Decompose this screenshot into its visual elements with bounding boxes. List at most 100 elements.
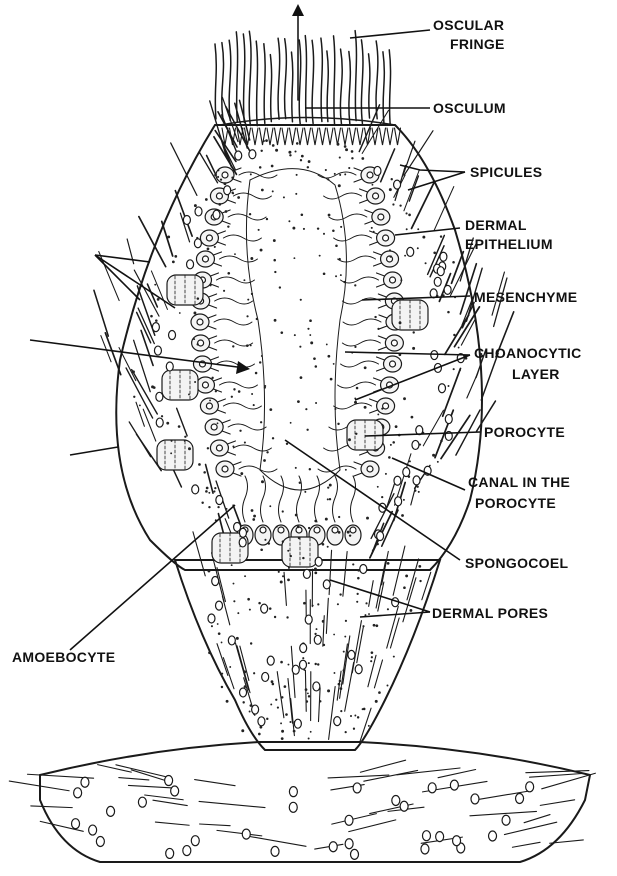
- stipple-dot: [306, 700, 309, 703]
- stipple-dot: [287, 578, 290, 581]
- stipple-dot: [273, 259, 276, 262]
- pore-dot: [502, 815, 510, 825]
- stipple-dot: [309, 468, 311, 470]
- stipple-dot: [247, 598, 250, 601]
- stipple-dot: [418, 491, 420, 493]
- stipple-dot: [327, 546, 329, 548]
- stipple-dot: [440, 440, 443, 443]
- stipple-dot: [214, 174, 217, 177]
- stipple-dot: [274, 319, 277, 322]
- stipple-dot: [243, 670, 246, 673]
- stipple-dot: [253, 515, 256, 518]
- stipple-dot: [221, 642, 223, 644]
- spicule: [382, 551, 389, 584]
- stipple-dot: [296, 142, 299, 145]
- pore-dot: [292, 665, 299, 674]
- pore-dot: [228, 636, 235, 645]
- stipple-dot: [340, 274, 342, 276]
- water-outflow-arrow: [292, 4, 304, 100]
- pore-dot: [138, 797, 146, 807]
- porocyte: [392, 300, 428, 330]
- pore-dot: [156, 392, 163, 401]
- stipple-dot: [221, 686, 223, 688]
- stipple-dot: [282, 510, 284, 512]
- fringe-strand: [355, 31, 356, 121]
- stipple-dot: [405, 575, 408, 578]
- fringe-strand: [236, 32, 237, 122]
- pore-dot: [438, 384, 445, 393]
- stipple-dot: [392, 203, 394, 205]
- stipple-dot: [310, 731, 312, 733]
- stipple-dot: [250, 642, 252, 644]
- stipple-dot: [308, 160, 311, 163]
- pore-dot: [345, 815, 353, 825]
- stipple-dot: [275, 699, 277, 701]
- stipple-dot: [365, 602, 367, 604]
- stipple-dot: [448, 385, 450, 387]
- osculum-tooth: [357, 128, 363, 145]
- pore-dot: [453, 836, 461, 846]
- pore-dot: [171, 786, 179, 796]
- stipple-dot: [272, 190, 274, 192]
- spicule: [470, 811, 537, 815]
- stipple-dot: [272, 683, 275, 686]
- stipple-dot: [197, 297, 200, 300]
- stipple-dot: [309, 334, 311, 336]
- spicule: [390, 618, 399, 648]
- stipple-dot: [447, 311, 450, 314]
- stipple-dot: [452, 261, 455, 264]
- pore-dot: [345, 839, 353, 849]
- fringe-strand: [278, 38, 280, 119]
- fringe-strand: [270, 55, 271, 122]
- fringe-strand: [229, 40, 231, 120]
- pore-dot: [300, 644, 307, 653]
- stipple-dot: [337, 143, 340, 146]
- spicule: [217, 568, 225, 602]
- stipple-dot: [327, 689, 330, 692]
- stipple-dot: [433, 251, 436, 254]
- osculum-tooth: [342, 128, 348, 145]
- stipple-dot: [307, 692, 309, 694]
- stipple-dot: [372, 549, 374, 551]
- stipple-dot: [316, 628, 318, 630]
- stipple-dot: [277, 707, 279, 709]
- pore-dot: [183, 215, 190, 224]
- stipple-dot: [151, 385, 154, 388]
- spicule: [200, 824, 231, 826]
- stipple-dot: [207, 248, 210, 251]
- pore-dot: [400, 801, 408, 811]
- pore-dot: [445, 415, 452, 424]
- osculum-tooth: [395, 128, 401, 145]
- label-osculum: OSCULUM: [433, 100, 506, 116]
- stipple-dot: [345, 148, 348, 151]
- choanocyte: [196, 377, 257, 393]
- stipple-dot: [193, 338, 195, 340]
- stipple-dot: [340, 710, 342, 712]
- stipple-dot: [260, 421, 262, 423]
- pore-dot: [394, 180, 401, 189]
- stipple-dot: [440, 235, 442, 237]
- pore-dot: [355, 665, 362, 674]
- fringe-strand: [361, 40, 363, 124]
- label-porocyte: POROCYTE: [484, 424, 565, 440]
- stipple-dot: [409, 460, 411, 462]
- stipple-dot: [244, 441, 246, 443]
- stipple-dot: [453, 368, 455, 370]
- stipple-dot: [425, 262, 427, 264]
- stipple-dot: [323, 233, 325, 235]
- label-choanocytic-layer-line1: CHOANOCYTIC: [474, 345, 582, 361]
- pore-dot: [434, 277, 441, 286]
- stipple-dot: [286, 616, 288, 618]
- stipple-dot: [198, 463, 201, 466]
- stipple-dot: [413, 331, 415, 333]
- stipple-dot: [345, 731, 347, 733]
- pore-dot: [258, 717, 265, 726]
- stipple-dot: [250, 704, 253, 707]
- stipple-dot: [244, 575, 246, 577]
- label-canal-in-porocyte-line2: POROCYTE: [475, 495, 556, 511]
- stipple-dot: [409, 609, 412, 612]
- stipple-dot: [282, 540, 284, 542]
- stipple-dot: [364, 366, 367, 369]
- stipple-dot: [347, 531, 350, 534]
- stipple-dot: [357, 716, 359, 718]
